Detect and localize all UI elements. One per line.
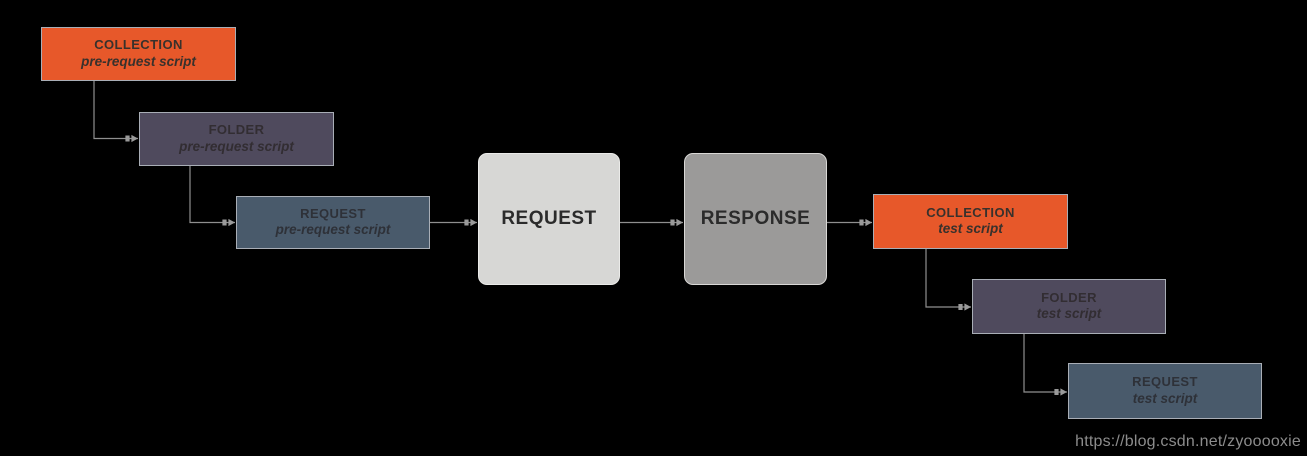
box-folder-test-script: FOLDER test script: [972, 279, 1166, 334]
box-subtitle: pre-request script: [81, 53, 196, 69]
box-collection-pre-request-script: COLLECTION pre-request script: [41, 27, 236, 81]
box-collection-test-script: COLLECTION test script: [873, 194, 1068, 249]
box-title: RESPONSE: [700, 208, 811, 229]
box-subtitle: pre-request script: [179, 138, 294, 154]
box-request-test-script: REQUEST test script: [1068, 363, 1262, 419]
box-subtitle: test script: [1036, 306, 1102, 322]
connector-folder-test-to-request-test: [1023, 334, 1067, 396]
box-title: REQUEST: [501, 208, 597, 229]
connector-collection-pre-to-folder-pre: [93, 81, 138, 143]
box-title: FOLDER: [208, 122, 265, 138]
box-title: COLLECTION: [94, 37, 183, 53]
box-title: COLLECTION: [926, 204, 1015, 220]
box-title: FOLDER: [1041, 289, 1097, 305]
box-folder-pre-request-script: FOLDER pre-request script: [139, 112, 334, 166]
connector-folder-pre-to-request-pre: [189, 166, 235, 227]
box-request: REQUEST: [478, 153, 620, 285]
box-subtitle: test script: [1132, 390, 1198, 406]
box-subtitle: test script: [938, 221, 1003, 237]
connector-collection-test-to-folder-test: [925, 249, 971, 311]
box-title: REQUEST: [300, 205, 366, 221]
box-title: REQUEST: [1132, 374, 1198, 390]
box-request-pre-request-script: REQUEST pre-request script: [236, 196, 430, 249]
box-subtitle: pre-request script: [275, 222, 391, 238]
watermark-url: https://blog.csdn.net/zyooooxie: [1075, 433, 1301, 450]
box-response: RESPONSE: [684, 153, 827, 285]
